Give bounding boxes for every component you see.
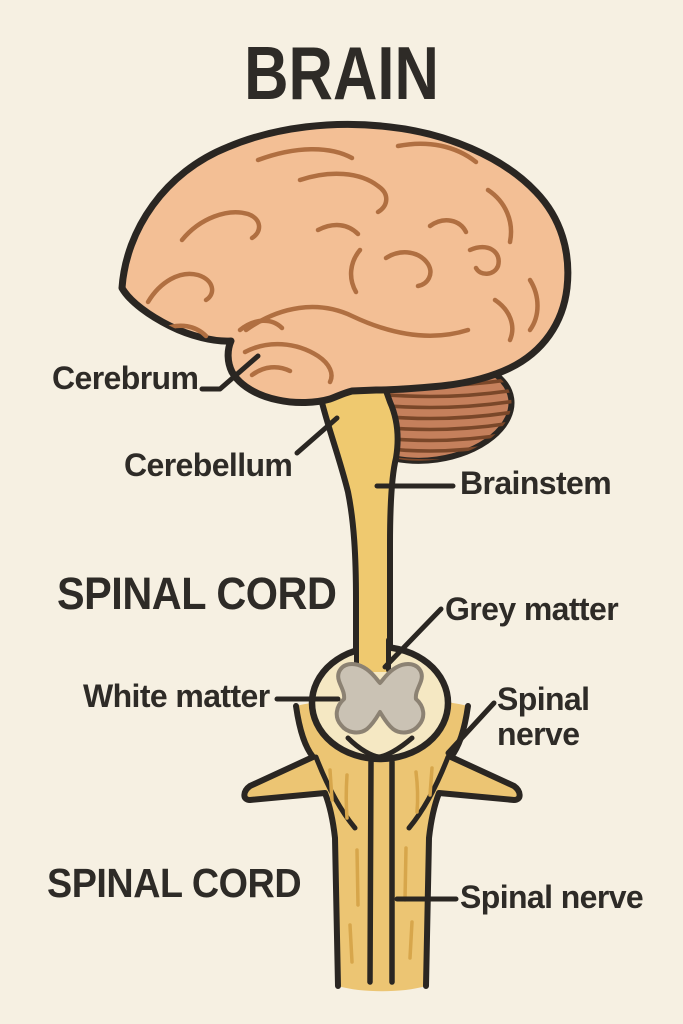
spinal-cord-heading-lower: SPINAL CORD bbox=[47, 860, 302, 906]
brainstem-shape bbox=[315, 383, 401, 669]
trunk-collar-lines bbox=[313, 754, 451, 831]
cerebellum-leader-line bbox=[294, 415, 340, 456]
spinal-nerve-roots-silhouette bbox=[244, 698, 520, 992]
cerebrum-leader-line bbox=[199, 353, 261, 392]
spinal-cord-heading-upper: SPINAL CORD bbox=[57, 568, 337, 619]
trunk-fiber-streaks bbox=[328, 766, 434, 964]
cerebellum-label: Cerebellum bbox=[124, 447, 293, 483]
posterior-median-lines bbox=[367, 759, 395, 985]
cerebrum-label: Cerebrum bbox=[52, 360, 199, 396]
cerebrum-shape bbox=[118, 120, 572, 406]
cerebrum-gyri bbox=[145, 141, 540, 385]
spinal-nerve-upper-leader-line bbox=[445, 700, 497, 756]
white-matter-label: White matter bbox=[83, 678, 270, 714]
grey-matter-shape bbox=[334, 662, 426, 735]
trunk-left-outline bbox=[241, 703, 341, 989]
trunk-right-outline bbox=[423, 703, 523, 989]
cross-section-bottom-notch bbox=[345, 735, 415, 760]
brainstem-label: Brainstem bbox=[460, 465, 612, 501]
spinal-nerve-upper-label: Spinal nerve bbox=[497, 681, 590, 752]
page-title: BRAIN bbox=[244, 31, 439, 115]
grey-matter-label: Grey matter bbox=[445, 591, 619, 627]
spinal-cord-cross-section bbox=[308, 637, 452, 985]
spinal-nerve-lower-label: Spinal nerve bbox=[460, 879, 644, 915]
grey-matter-leader-line bbox=[382, 606, 444, 670]
spinal-cord-trunk bbox=[241, 698, 523, 992]
